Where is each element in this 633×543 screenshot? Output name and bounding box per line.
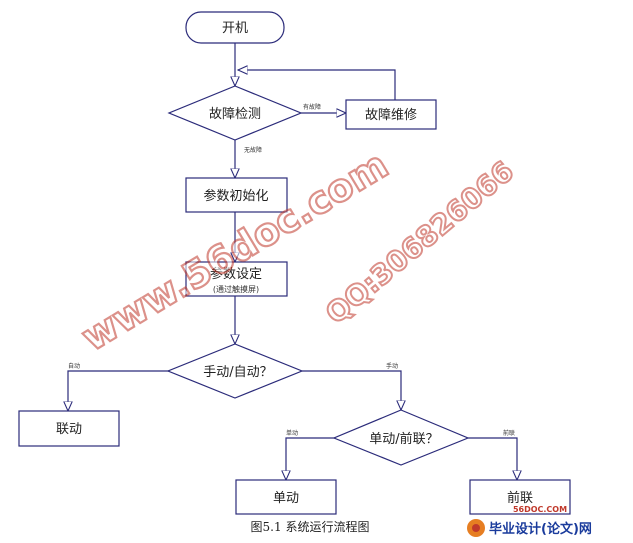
edge-label-single: 单动 [286,429,298,437]
edge-label-no-fault: 无故障 [244,146,262,154]
site-logo: 56DOC.COM 毕业设计(论文)网 [467,505,592,537]
param-init-node [185,177,288,213]
single-front-decision-node [332,409,470,466]
front-link-label: 前联 [507,490,533,506]
single-label: 单动 [273,491,299,506]
edge-decision-to-single [286,437,336,480]
figure-caption: 图5.1 系统运行流程图 [251,519,370,534]
param-set-sublabel: (通过触摸屏) [213,284,259,294]
param-set-label: 参数设定 [210,266,262,282]
param-set-node [185,261,288,297]
watermark-layer: www.56doc.com QQ:306826066 [73,141,521,361]
logo-emblem-inner-icon [472,524,480,532]
param-init-label: 参数初始化 [203,188,268,204]
edge-label-manual: 手动 [386,362,398,370]
edge-mode-to-single-front [302,370,401,410]
linkage-node [18,410,120,447]
edge-label-front-link: 前联 [503,429,515,437]
fault-repair-label: 故障维修 [365,108,417,123]
edge-label-auto: 自动 [68,362,80,370]
fault-check-node [167,85,303,141]
start-node [185,11,285,44]
edge-repair-loop [238,70,396,100]
logo-small-text: 56DOC.COM [513,505,567,514]
logo-main-text: 毕业设计(论文)网 [489,521,592,537]
front-link-node [469,479,571,515]
fault-check-label: 故障检测 [209,107,261,122]
edge-label-has-fault: 有故障 [303,103,321,111]
edge-mode-to-linkage [68,370,172,411]
mode-decision-node [166,343,304,399]
edge-decision-to-front [468,437,517,480]
fault-repair-node [345,99,437,130]
single-node [235,479,337,515]
start-label: 开机 [222,21,248,36]
mode-decision-label: 手动/自动？ [203,365,272,380]
single-front-decision-label: 单动/前联？ [369,431,438,447]
linkage-label: 联动 [56,422,82,437]
